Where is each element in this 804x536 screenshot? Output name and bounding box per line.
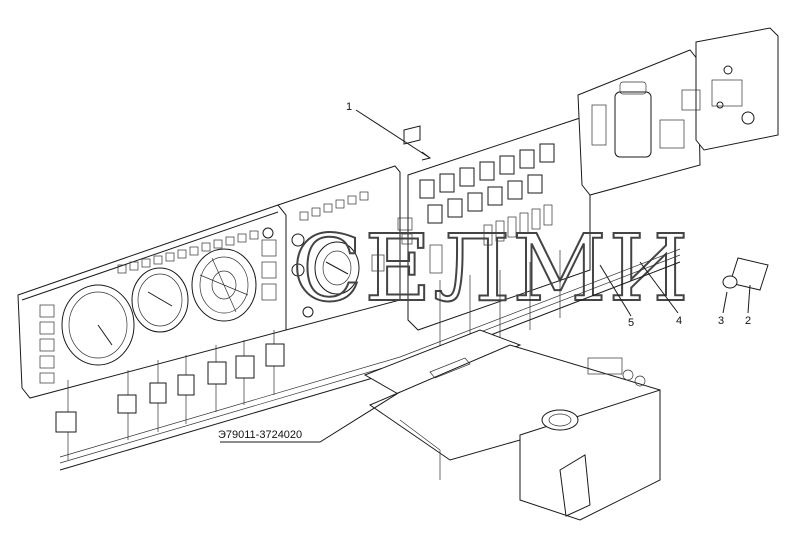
- callout-leaders: [220, 109, 751, 443]
- relay-fuse-block: [397, 117, 591, 331]
- grommet-part-3: [722, 275, 738, 289]
- electronic-control-unit: [577, 27, 779, 196]
- center-console-housing: [363, 329, 661, 521]
- callout-5: 5: [628, 317, 634, 329]
- harness-connectors: [55, 343, 285, 433]
- callout-2: 2: [745, 315, 751, 327]
- tachometer-gauge: [131, 267, 189, 333]
- label-plate-part-2: [729, 257, 769, 291]
- instrument-cluster-panel: [17, 204, 287, 399]
- callout-4: 4: [676, 315, 682, 327]
- middle-control-panel: [277, 165, 401, 331]
- callout-1: 1: [346, 101, 352, 113]
- part-number-label: Э79011-3724020: [218, 429, 302, 441]
- watermark-text: СЕЛМИ: [292, 215, 691, 322]
- callout-3: 3: [718, 315, 724, 327]
- gasket-part-1: [403, 125, 421, 145]
